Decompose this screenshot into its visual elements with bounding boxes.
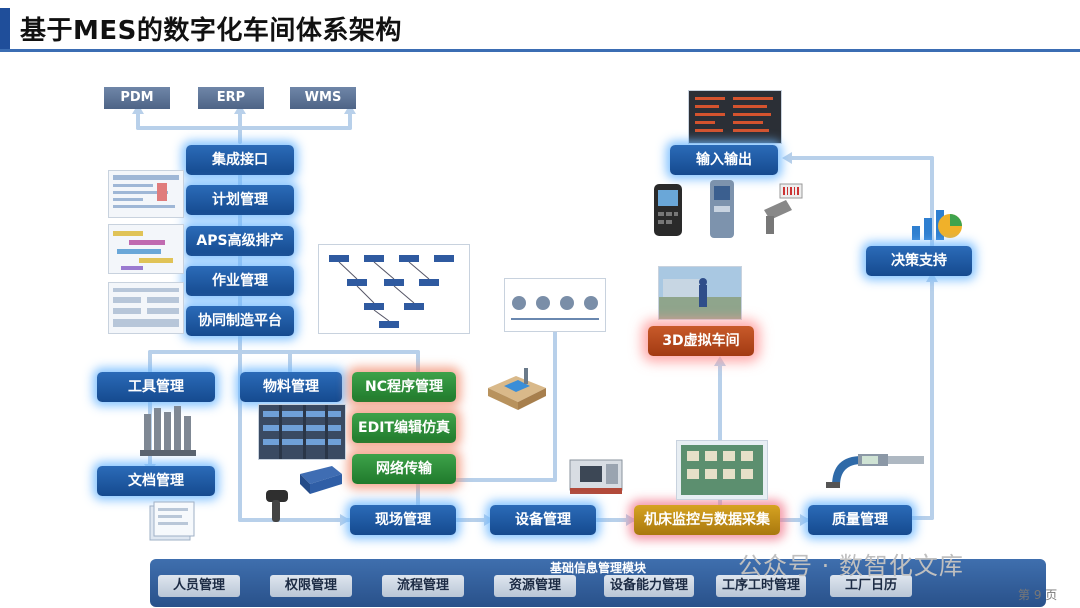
barcode-scanner-picture (262, 488, 292, 524)
base-item-factory-calendar: 工厂日历 (830, 575, 912, 597)
document-folder-picture (146, 498, 196, 544)
plan-screenshot (108, 170, 184, 218)
module-network-transfer: 网络传输 (352, 454, 456, 484)
monitoring-board-picture (676, 440, 768, 500)
module-equipment-management: 设备管理 (490, 505, 596, 535)
base-item-permissions: 权限管理 (270, 575, 352, 597)
virtual-workshop-picture (658, 266, 742, 320)
module-input-output: 输入输出 (670, 145, 778, 175)
kiosk-terminal-picture (704, 178, 740, 240)
system-tab-erp: ERP (198, 87, 264, 109)
decision-chart-icon (906, 202, 964, 244)
rfid-scanner-picture (756, 180, 806, 238)
base-item-process: 流程管理 (382, 575, 464, 597)
module-planning: 计划管理 (186, 185, 294, 215)
module-decision-support: 决策支持 (866, 246, 972, 276)
aps-gantt-screenshot (108, 224, 184, 274)
title-accent-bar (0, 8, 10, 50)
module-quality-management: 质量管理 (808, 505, 912, 535)
base-info-title: 基础信息管理模块 (549, 561, 646, 575)
process-flowchart-picture (318, 244, 470, 334)
module-document-management: 文档管理 (97, 466, 215, 496)
operation-form-screenshot (108, 282, 184, 334)
cutting-tools-picture (138, 404, 198, 458)
display-board-picture (688, 90, 782, 144)
module-operations: 作业管理 (186, 266, 294, 296)
page-number: 第 9 页 (1018, 588, 1058, 602)
system-tab-wms: WMS (290, 87, 356, 109)
module-edit-simulation: EDIT编辑仿真 (352, 413, 456, 443)
base-item-resources: 资源管理 (494, 575, 576, 597)
module-integration-interface: 集成接口 (186, 145, 294, 175)
handheld-terminal-picture (648, 182, 688, 238)
module-site-management: 现场管理 (350, 505, 456, 535)
equipment-layout-picture (504, 278, 606, 332)
module-machine-monitoring: 机床监控与数据采集 (634, 505, 780, 535)
module-3d-virtual-workshop: 3D虚拟车间 (648, 326, 754, 356)
base-item-process-hours: 工序工时管理 (716, 575, 806, 597)
cnc-machine-picture (566, 450, 630, 496)
watermark-text: 公众号 · 数智化文库 (738, 552, 964, 580)
module-material-management: 物料管理 (240, 372, 342, 402)
module-tool-management: 工具管理 (97, 372, 215, 402)
module-collaborative-platform: 协同制造平台 (186, 306, 294, 336)
title-divider (0, 49, 1080, 52)
base-item-personnel: 人员管理 (158, 575, 240, 597)
micrometer-picture (822, 446, 932, 496)
network-device-picture (296, 462, 344, 498)
base-item-equipment-capacity: 设备能力管理 (604, 575, 694, 597)
module-nc-program: NC程序管理 (352, 372, 456, 402)
module-aps: APS高级排产 (186, 226, 294, 256)
cnc-part-3d-picture (482, 364, 552, 412)
page-title: 基于MES的数字化车间体系架构 (20, 16, 402, 46)
warehouse-shelves-picture (258, 404, 346, 460)
system-tab-pdm: PDM (104, 87, 170, 109)
